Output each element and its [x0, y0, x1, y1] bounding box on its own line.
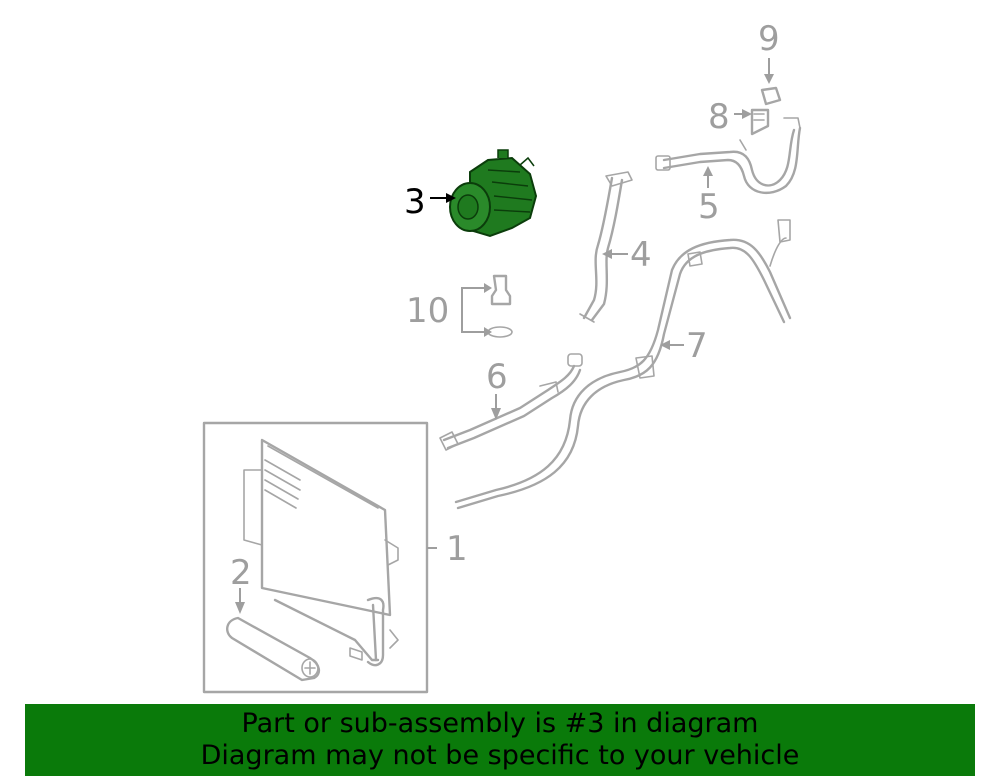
callout-4: 4 [630, 235, 652, 275]
callout-2: 2 [230, 553, 252, 593]
banner-line-part: Part or sub-assembly is #3 in diagram [241, 708, 759, 739]
part-2-receiver-drier[interactable] [226, 588, 321, 682]
part-10-switch[interactable] [461, 274, 513, 338]
callout-3: 3 [404, 182, 426, 222]
part-9-cap[interactable] [760, 58, 782, 106]
callout-10: 10 [406, 291, 449, 331]
callout-7: 7 [686, 326, 708, 366]
callout-5: 5 [698, 187, 720, 227]
callout-6: 6 [486, 357, 508, 397]
callout-8: 8 [708, 97, 730, 137]
part-5-hose[interactable] [655, 117, 802, 195]
part-4-hose[interactable] [579, 171, 633, 323]
part-1-condenser[interactable] [202, 421, 437, 694]
condenser-frame [202, 421, 429, 694]
banner-line-disclaimer: Diagram may not be specific to your vehi… [200, 740, 800, 771]
part-7-line[interactable] [454, 219, 792, 510]
info-banner: Part or sub-assembly is #3 in diagram Di… [25, 704, 975, 776]
part-3-compressor[interactable] [430, 149, 538, 238]
part-8-valve[interactable] [734, 108, 770, 136]
callout-9: 9 [758, 19, 780, 59]
part-6-line[interactable] [439, 353, 583, 451]
callout-1: 1 [446, 529, 468, 569]
